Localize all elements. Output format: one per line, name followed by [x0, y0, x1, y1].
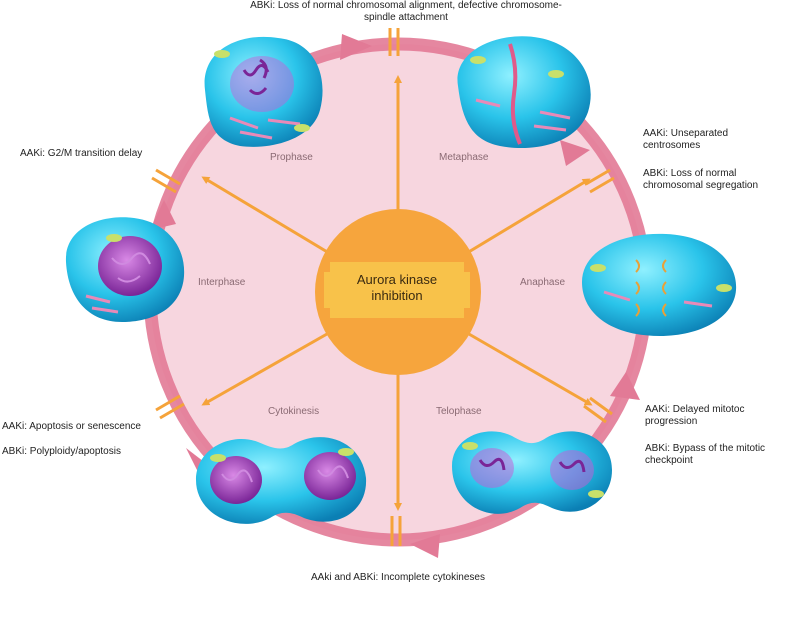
annotation-unseparated: AAKi: Unseparated centrosomes	[643, 128, 728, 152]
center-box-right-tab	[458, 272, 470, 308]
ring-arrowhead-upper-right	[560, 140, 590, 166]
annotation-segregation-line2: chromosomal segregation	[643, 180, 759, 191]
inhibition-line-lower-right	[461, 328, 593, 406]
annotation-segregation-line1: ABKi: Loss of normal	[643, 168, 737, 179]
cell-interphase	[65, 217, 185, 322]
center-box-left-tab	[324, 272, 336, 308]
inhibition-line-lower-left	[201, 328, 335, 406]
annotation-unseparated-line1: AAKi: Unseparated	[643, 128, 729, 139]
inhibition-bars	[151, 28, 615, 546]
annotation-g2m: AAKi: G2/M transition delay	[20, 148, 143, 159]
phase-label-prophase: Prophase	[270, 152, 313, 163]
inhibition-bar-icon	[155, 394, 185, 420]
annotation-segregation: ABKi: Loss of normal chromosomal segrega…	[643, 168, 758, 192]
annotation-top-line1: ABKi: Loss of normal chromosomal alignme…	[250, 0, 562, 11]
phase-label-telophase: Telophase	[436, 406, 482, 417]
ring-arrowheads	[150, 34, 640, 558]
ring-arrowhead-bottom	[410, 534, 440, 558]
center-label-line2: inhibition	[371, 288, 423, 303]
inhibition-line-upper-right	[461, 178, 591, 258]
annotation-delayed: AAKi: Delayed mitotoc progression	[645, 404, 745, 428]
annotation-bottom: AAki and ABKi: Incomplete cytokineses	[311, 572, 485, 583]
cell-cytokinesis	[196, 437, 367, 524]
ring-arrowhead-left	[150, 200, 176, 230]
annotation-delayed-line1: AAKi: Delayed mitotoc	[645, 404, 745, 415]
inhibition-bar-icon	[388, 28, 400, 56]
annotation-bypass: ABKi: Bypass of the mitotic checkpoint	[645, 443, 765, 467]
annotation-delayed-line2: progression	[645, 416, 698, 427]
annotation-unseparated-line2: centrosomes	[643, 140, 701, 151]
inhibition-line-upper-left	[201, 176, 335, 258]
annotation-bypass-line2: checkpoint	[645, 455, 693, 466]
ring-arrowhead-top	[340, 34, 372, 60]
inhibition-bar-icon	[151, 168, 181, 194]
phase-label-anaphase: Anaphase	[520, 277, 566, 288]
annotation-polyploidy: ABKi: Polyploidy/apoptosis	[2, 446, 121, 457]
inhibition-lines	[201, 75, 593, 511]
phase-label-metaphase: Metaphase	[439, 152, 489, 163]
cell-telophase	[452, 431, 612, 514]
annotation-apoptosis: AAKi: Apoptosis or senescence	[2, 421, 141, 432]
inhibition-bar-icon	[390, 516, 402, 546]
annotation-top-line2: spindle attachment	[364, 12, 448, 23]
annotation-bypass-line1: ABKi: Bypass of the mitotic	[645, 443, 766, 454]
inhibition-bar-icon	[585, 168, 615, 194]
cell-prophase	[204, 36, 323, 147]
ring-arrowhead-right	[610, 372, 640, 400]
cell-metaphase	[457, 36, 591, 149]
phase-label-interphase: Interphase	[198, 277, 246, 288]
center-label-line1: Aurora kinase	[356, 272, 438, 287]
annotation-top: ABKi: Loss of normal chromosomal alignme…	[236, 0, 576, 24]
inhibition-bar-icon	[583, 396, 613, 424]
center-box	[330, 262, 464, 318]
phase-label-cytokinesis: Cytokinesis	[268, 406, 320, 417]
center-label: Aurora kinase inhibition	[330, 272, 464, 304]
cell-anaphase	[582, 233, 737, 336]
